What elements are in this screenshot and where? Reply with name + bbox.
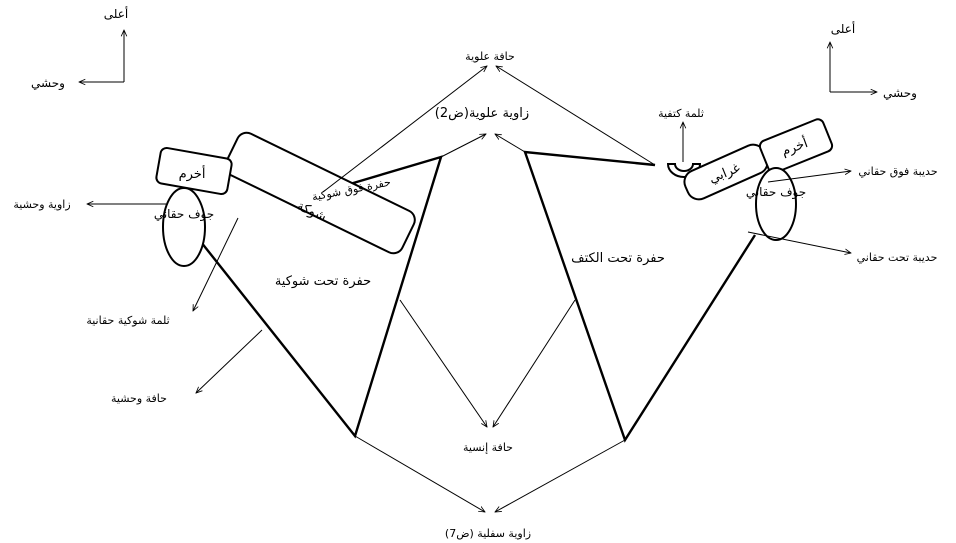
infraspinous-fossa-label: حفرة تحت شوكية	[275, 274, 371, 289]
superior-angle-leader-right	[495, 134, 525, 152]
lateral-label: وحشي	[883, 86, 917, 101]
lateral-border-label: حافة وحشية	[111, 392, 167, 405]
scapula-anterior: غرابي أخرم جوف حقاني	[525, 118, 834, 440]
orientation-indicator-left: أعلى وحشي	[31, 6, 128, 91]
orientation-indicator-right: أعلى وحشي	[830, 21, 917, 101]
infraglenoid-tubercle-label: حديبة تحت حقاني	[857, 251, 938, 264]
medial-border-leader-right	[493, 300, 575, 427]
labels: حافة علوية زاوية علوية(ض2) ثلمة كتفية حد…	[13, 50, 937, 540]
lateral-angle-label: زاوية وحشية	[13, 198, 70, 211]
glenoid-cavity-label-posterior: جوف حقاني	[154, 207, 214, 222]
medial-border-leader-left	[400, 300, 487, 427]
up-label: أعلى	[831, 21, 855, 36]
superior-border-label: حافة علوية	[465, 50, 515, 63]
lateral-border-leader	[196, 330, 262, 393]
supraglenoid-tubercle-label: حديبة فوق حقاني	[858, 165, 937, 178]
up-label: أعلى	[104, 6, 128, 21]
lateral-label: وحشي	[31, 76, 65, 91]
inferior-angle-label: زاوية سفلية (ض7)	[445, 527, 531, 540]
subscapular-fossa-label: حفرة تحت الكتف	[571, 251, 665, 266]
infraglenoid-tubercle-leader	[748, 232, 851, 253]
acromion-label-posterior: أخرم	[179, 165, 206, 182]
superior-border-leader-left	[323, 66, 487, 192]
suprascapular-notch-label: ثلمة كتفية	[658, 107, 704, 120]
inferior-angle-leader-right	[495, 440, 625, 512]
scapula-anterior-outline	[525, 152, 755, 440]
spinoglenoid-notch-label: ثلمة شوكية حقانية	[86, 314, 169, 327]
superior-angle-label: زاوية علوية(ض2)	[435, 106, 529, 121]
glenoid-cavity-shape-posterior	[163, 188, 205, 266]
medial-border-label: حافة إنسية	[463, 441, 513, 454]
superior-angle-leader-left	[441, 134, 486, 157]
glenoid-cavity-label-anterior: جوف حقاني	[746, 185, 806, 200]
